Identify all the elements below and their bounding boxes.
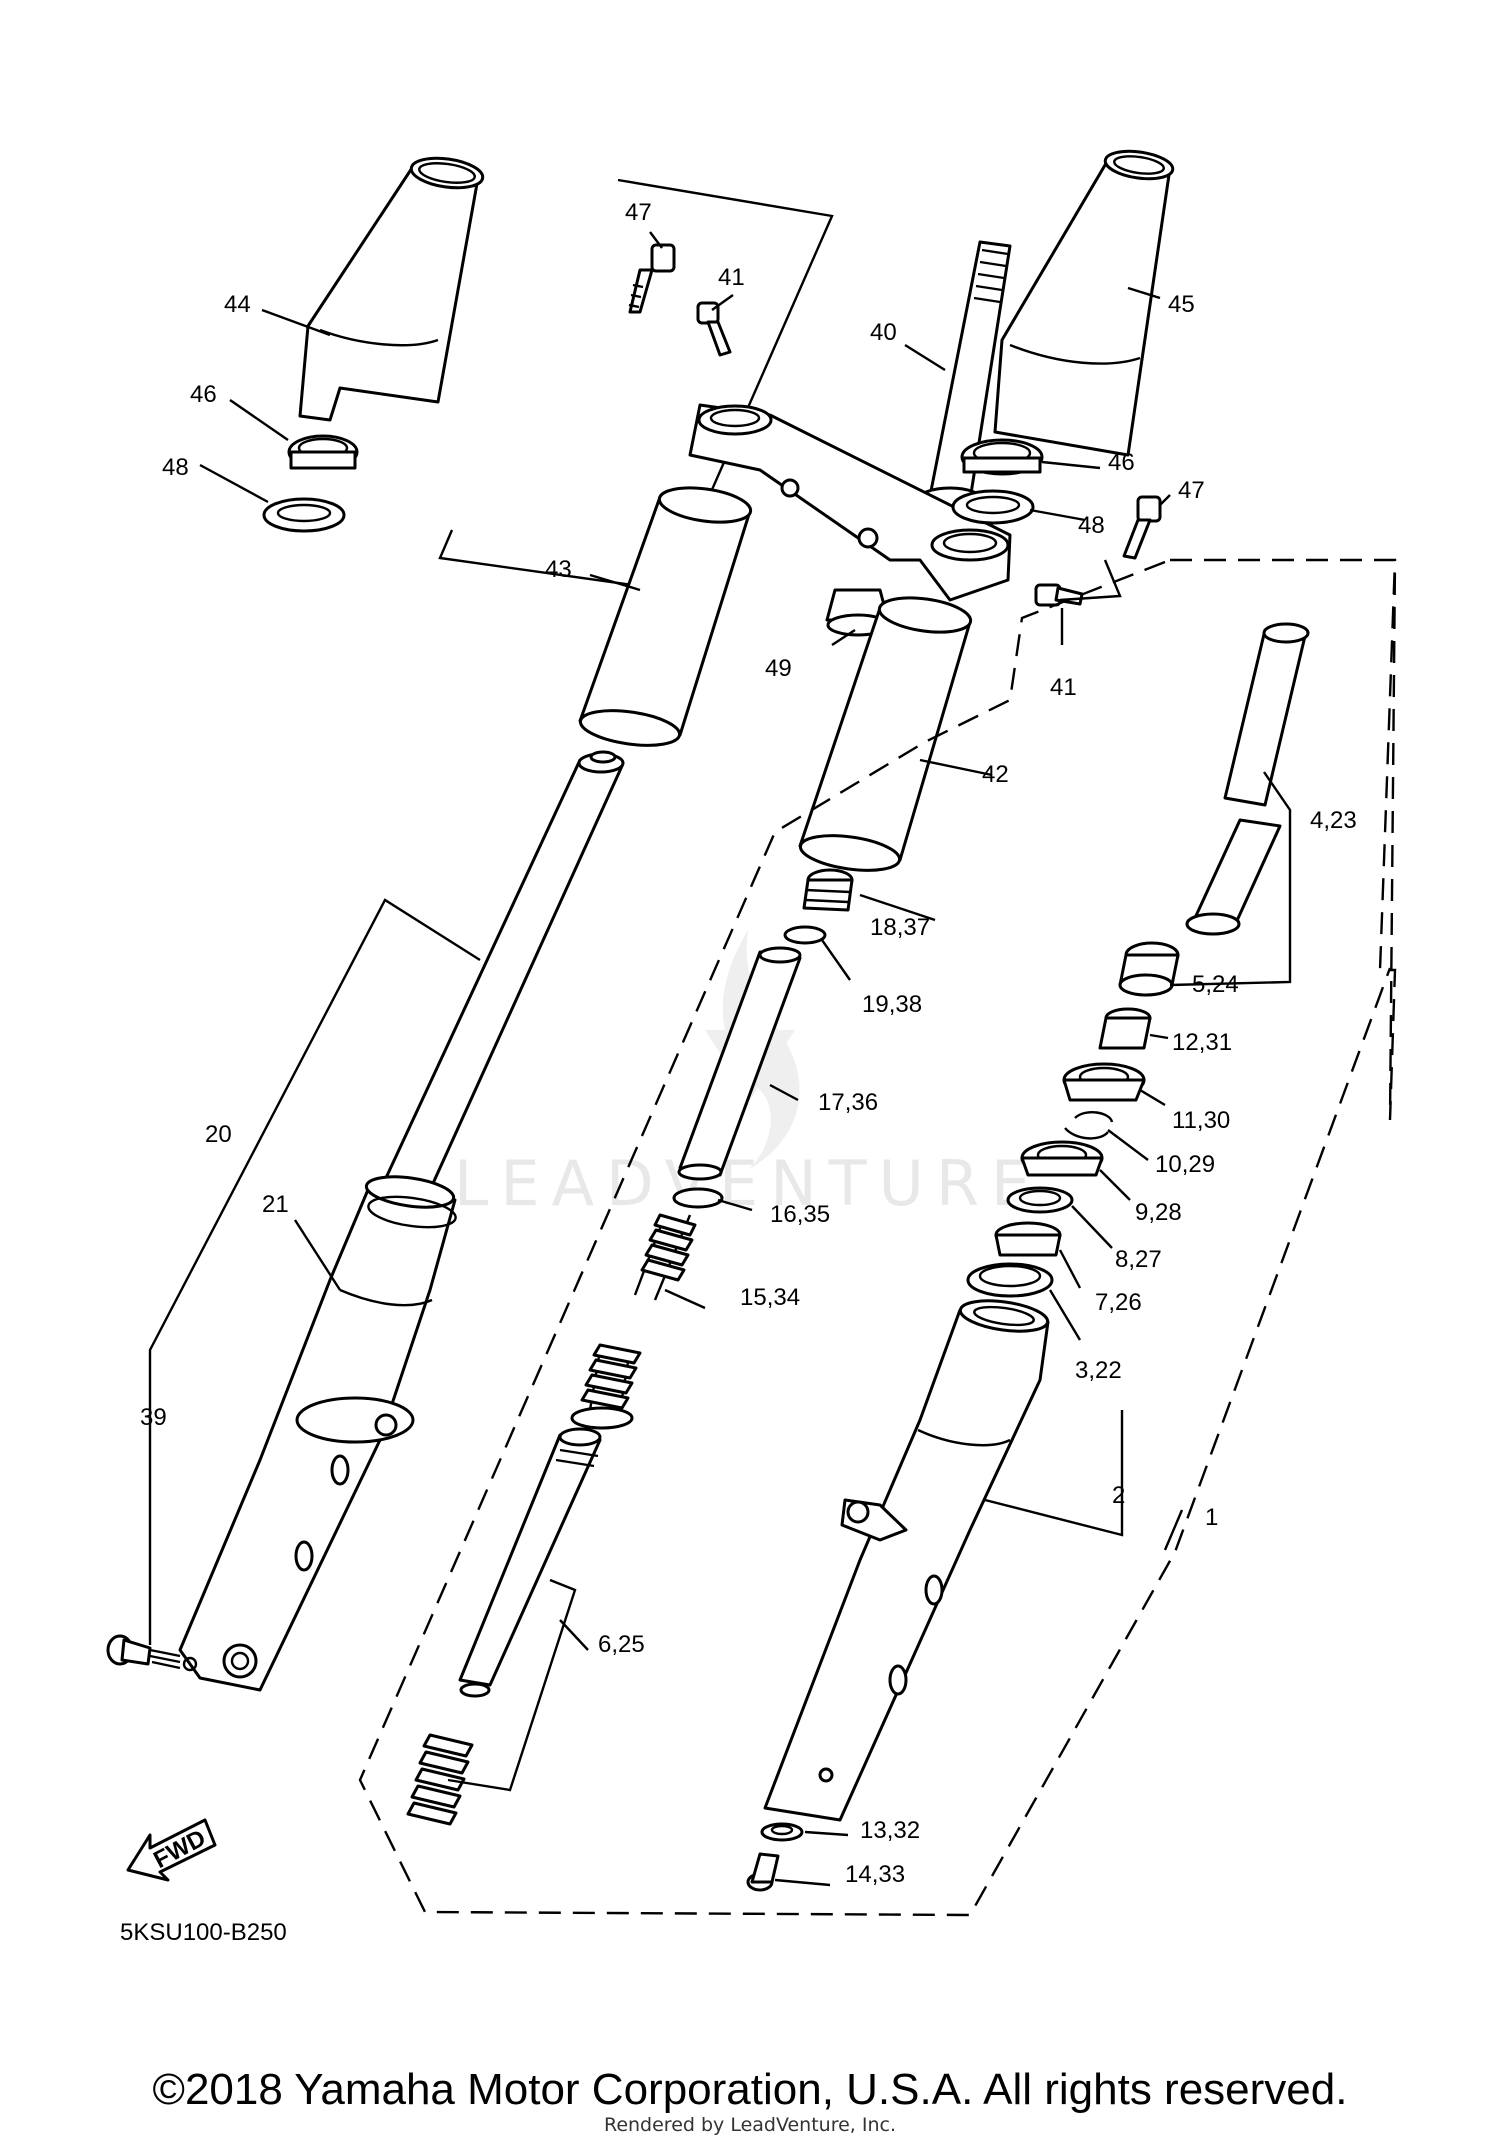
copyright-notice: ©2018 Yamaha Motor Corporation, U.S.A. A… [152, 2065, 1348, 2114]
label-42: 42 [982, 761, 1009, 788]
label-19-38: 19,38 [862, 991, 922, 1018]
label-39: 39 [140, 1404, 167, 1431]
label-18-37: 18,37 [870, 914, 930, 941]
leader-bracket-6-25 [447, 1578, 577, 1792]
part-46-ring-nut-left[interactable] [287, 434, 359, 470]
label-20: 20 [205, 1121, 232, 1148]
leader-bracket-top-left [438, 178, 834, 592]
leader-bracket-right-47 [1059, 559, 1122, 602]
part-number-labels: 44 46 48 47 41 40 45 46 48 47 41 49 43 4… [120, 199, 1357, 1946]
part-43-fork-cover-tube[interactable] [578, 483, 753, 751]
label-6-25: 6,25 [598, 1631, 645, 1658]
label-45: 45 [1168, 291, 1195, 318]
part-11-oil-seal[interactable] [1062, 1062, 1146, 1102]
leader-bracket-2 [984, 1410, 1124, 1537]
part-46-ring-nut-right[interactable] [960, 438, 1044, 476]
part-41-bolt-lower[interactable] [1034, 583, 1084, 607]
label-48-right: 48 [1078, 512, 1105, 539]
part-7-bushing[interactable] [994, 1221, 1062, 1257]
leader-lines [199, 231, 1184, 1887]
part-5-slide-bushing[interactable] [1118, 941, 1180, 997]
label-1: 1 [1205, 1504, 1218, 1531]
part-13-copper-washer[interactable] [760, 1822, 804, 1842]
label-47-top: 47 [625, 199, 652, 226]
part-4-inner-tube-right[interactable] [1185, 622, 1310, 936]
label-14-33: 14,33 [845, 1861, 905, 1888]
label-7-26: 7,26 [1095, 1289, 1142, 1316]
assembly-group-boundary [358, 558, 1397, 1917]
part-17-spacer-pipe[interactable] [677, 946, 802, 1181]
leader-bracket-4-5 [1169, 771, 1292, 987]
part-16-washer[interactable] [672, 1187, 724, 1209]
part-12-bushing[interactable] [1098, 1007, 1152, 1050]
fwd-arrow-icon: FWD [126, 1818, 217, 1882]
part-rebound-spring[interactable] [406, 1733, 474, 1826]
part-8-washer[interactable] [1006, 1186, 1074, 1214]
label-13-32: 13,32 [860, 1817, 920, 1844]
label-46-left: 46 [190, 381, 217, 408]
label-44: 44 [224, 291, 251, 318]
part-20-inner-tube-left[interactable] [383, 750, 625, 1192]
part-14-damper-rod-bolt[interactable] [746, 1852, 780, 1892]
diagram-code: 5KSU100-B250 [120, 1919, 287, 1946]
part-10-retaining-clip[interactable] [1064, 1111, 1114, 1140]
label-4-23: 4,23 [1310, 807, 1357, 834]
label-41-top: 41 [718, 264, 745, 291]
leader-line-21 [293, 1219, 342, 1291]
label-47-right: 47 [1178, 477, 1205, 504]
part-15-fork-spring[interactable] [580, 1213, 697, 1411]
label-8-27: 8,27 [1115, 1246, 1162, 1273]
part-48-lock-washer-right[interactable] [951, 489, 1035, 525]
label-9-28: 9,28 [1135, 1199, 1182, 1226]
part-42-fork-cover-tube[interactable] [798, 593, 973, 876]
part-6-damper-rod[interactable] [458, 1427, 602, 1698]
label-40: 40 [870, 319, 897, 346]
rendered-by-credit: Rendered by LeadVenture, Inc. [603, 2114, 897, 2136]
label-12-31: 12,31 [1172, 1029, 1232, 1056]
part-9-dust-seal[interactable] [1020, 1140, 1104, 1177]
upper-triple-clamp-bracket[interactable] [688, 403, 1012, 602]
part-47-bolt-top[interactable] [628, 243, 676, 314]
label-10-29: 10,29 [1155, 1151, 1215, 1178]
leader-bracket-20-21-39 [148, 898, 481, 1645]
label-15-34: 15,34 [740, 1284, 800, 1311]
label-21: 21 [262, 1191, 289, 1218]
label-17-36: 17,36 [818, 1089, 878, 1116]
label-16-35: 16,35 [770, 1201, 830, 1228]
part-18-cap-bolt[interactable] [802, 868, 854, 912]
label-11-30: 11,30 [1172, 1107, 1230, 1134]
part-2-outer-tube-right[interactable] [763, 1296, 1050, 1822]
part-44-upper-cover-left[interactable] [298, 154, 485, 422]
label-2: 2 [1112, 1482, 1125, 1509]
part-19-o-ring[interactable] [783, 925, 827, 945]
label-43: 43 [545, 556, 572, 583]
part-48-lock-washer-left[interactable] [262, 497, 346, 533]
part-41-bolt-upper[interactable] [696, 301, 732, 357]
part-39-bolt[interactable] [106, 1634, 181, 1670]
part-45-upper-cover-right[interactable] [993, 147, 1175, 457]
label-46-right: 46 [1108, 449, 1135, 476]
part-piston-ring[interactable] [570, 1406, 634, 1430]
part-21-outer-tube-left[interactable] [178, 1172, 458, 1692]
label-49: 49 [765, 655, 792, 682]
label-3-22: 3,22 [1075, 1357, 1122, 1384]
label-5-24: 5,24 [1192, 971, 1239, 998]
part-47-bolt-right[interactable] [1122, 495, 1162, 560]
part-3-dust-seal-ring[interactable] [966, 1262, 1054, 1298]
label-48-left: 48 [162, 454, 189, 481]
label-41-lower: 41 [1050, 674, 1077, 701]
